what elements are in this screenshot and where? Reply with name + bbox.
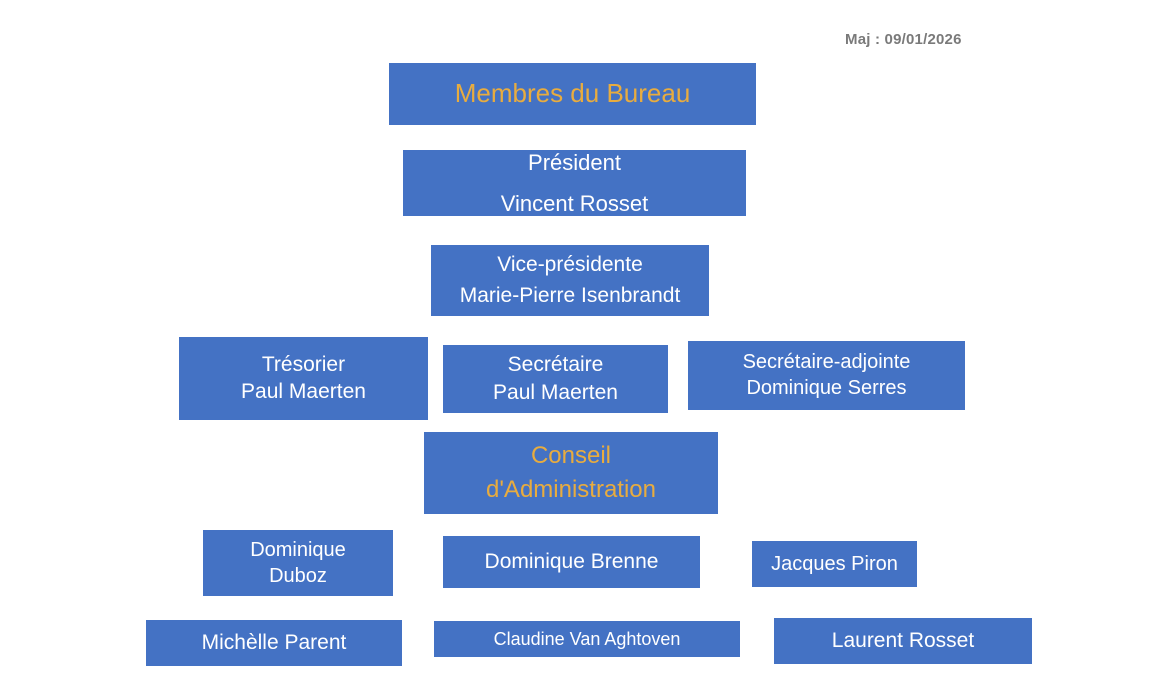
person-name: Claudine Van Aghtoven: [493, 628, 681, 649]
role-label: Président: [528, 150, 621, 176]
role-label: Secrétaire: [507, 353, 604, 377]
role-label: Trésorier: [261, 352, 346, 376]
org-box-dominique-brenne: Dominique Brenne: [443, 536, 700, 588]
org-box-secretaire-adjointe: Secrétaire-adjointe Dominique Serres: [688, 341, 965, 410]
person-name: Dominique Brenne: [484, 549, 659, 573]
org-box-dominique-duboz: Dominique Duboz: [203, 530, 393, 596]
last-updated-label: Maj : 09/01/2026: [845, 31, 962, 48]
org-box-michelle-parent: Michèlle Parent: [146, 620, 402, 666]
org-box-laurent-rosset: Laurent Rosset: [774, 618, 1032, 664]
org-box-conseil-administration: Conseil d'Administration: [424, 432, 718, 514]
org-box-vice-presidente: Vice-présidente Marie-Pierre Isenbrandt: [431, 245, 709, 316]
org-box-tresorier: Trésorier Paul Maerten: [179, 337, 428, 420]
org-box-secretaire: Secrétaire Paul Maerten: [443, 345, 668, 413]
person-name: Jacques Piron: [771, 552, 898, 575]
org-box-president: Président Vincent Rosset: [403, 150, 746, 216]
org-box-claudine-van-aghtoven: Claudine Van Aghtoven: [434, 621, 740, 657]
person-name: Dominique Serres: [746, 377, 907, 399]
section-title-line2: d'Administration: [486, 476, 656, 503]
person-name-line1: Dominique: [250, 538, 346, 561]
role-label: Vice-présidente: [497, 252, 643, 276]
role-label: Secrétaire-adjointe: [742, 351, 911, 373]
person-name: Michèlle Parent: [201, 630, 347, 654]
person-name: Paul Maerten: [493, 380, 618, 404]
person-name: Paul Maerten: [241, 380, 366, 403]
person-name-line2: Duboz: [269, 564, 327, 587]
person-name: Vincent Rosset: [500, 190, 649, 216]
section-title-line1: Conseil: [530, 442, 612, 470]
org-box-jacques-piron: Jacques Piron: [752, 541, 917, 587]
section-title: Membres du Bureau: [454, 78, 691, 109]
org-box-membres-du-bureau: Membres du Bureau: [389, 63, 756, 125]
person-name: Laurent Rosset: [831, 628, 975, 652]
person-name: Marie-Pierre Isenbrandt: [459, 284, 681, 307]
